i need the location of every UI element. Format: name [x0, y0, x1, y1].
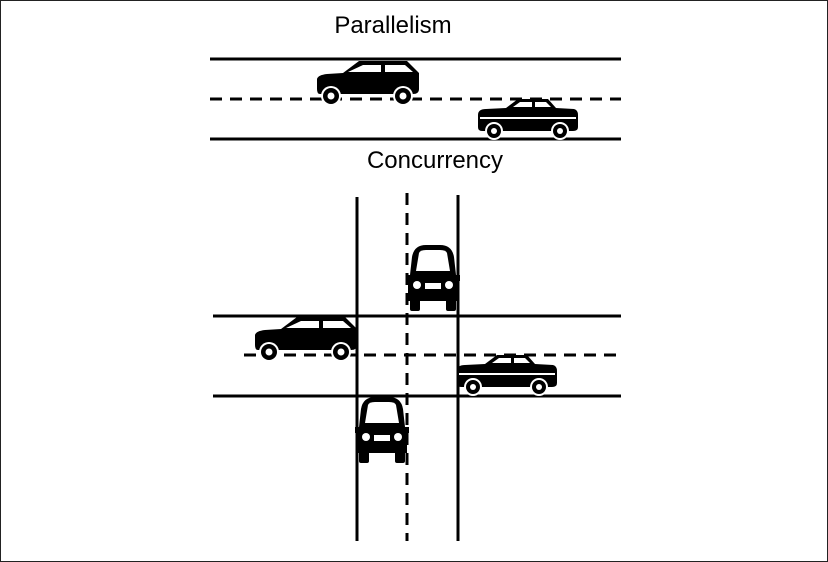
sedan-car-icon: [457, 355, 557, 396]
front-view-car-south-icon: [355, 397, 409, 463]
concurrency-title: Concurrency: [366, 147, 504, 174]
hatchback-car-icon: [317, 61, 419, 106]
parallel-road: [210, 57, 621, 141]
front-view-car-north-icon: [406, 245, 460, 311]
parallelism-title: Parallelism: [334, 12, 452, 39]
sedan-car-icon: [478, 99, 578, 140]
intersection-roads: [213, 193, 621, 541]
